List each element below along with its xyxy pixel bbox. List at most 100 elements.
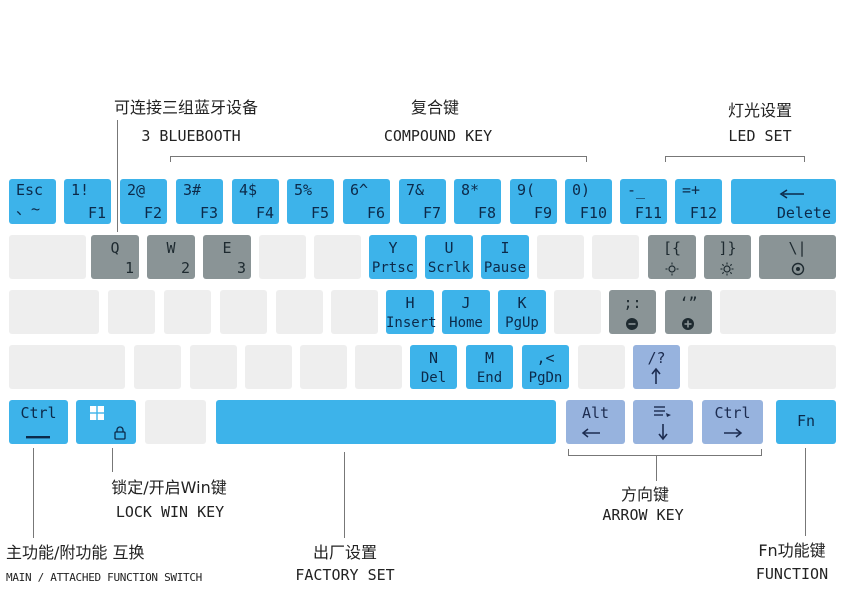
speed-up-icon bbox=[682, 318, 694, 330]
n-key[interactable]: N Del bbox=[410, 345, 457, 389]
caps-key[interactable] bbox=[9, 290, 99, 334]
k-key[interactable]: K PgUp bbox=[498, 290, 546, 334]
backslash-key[interactable]: \| bbox=[759, 235, 836, 279]
key-2-bottom: F2 bbox=[143, 204, 162, 222]
led-bracket-line bbox=[665, 156, 805, 157]
key-9[interactable]: 9( F9 bbox=[510, 179, 557, 224]
key-0[interactable]: 0) F10 bbox=[565, 179, 612, 224]
esc-key-sublabel: 、~ bbox=[16, 200, 41, 218]
key-3[interactable]: 3# F3 bbox=[176, 179, 223, 224]
key-6[interactable]: 6^ F6 bbox=[343, 179, 390, 224]
e-key-bottom: 3 bbox=[236, 259, 246, 277]
arrow-up-icon bbox=[651, 367, 661, 384]
shift-right-key[interactable] bbox=[688, 345, 836, 389]
ctrl-left-key[interactable]: Ctrl bbox=[9, 400, 68, 444]
key-4[interactable]: 4$ F4 bbox=[232, 179, 279, 224]
e-key[interactable]: E 3 bbox=[203, 235, 251, 279]
period-key[interactable] bbox=[578, 345, 625, 389]
ctrl-right-key[interactable]: Ctrl bbox=[702, 400, 763, 444]
f-key[interactable] bbox=[276, 290, 323, 334]
key-0-bottom: F10 bbox=[579, 204, 607, 222]
key-2-top: 2@ bbox=[127, 181, 146, 199]
lock-win-leader-line bbox=[112, 448, 113, 472]
menu-key[interactable] bbox=[633, 400, 693, 444]
alt-left-key[interactable] bbox=[145, 400, 206, 444]
menu-icon bbox=[654, 406, 671, 417]
z-key[interactable] bbox=[134, 345, 181, 389]
quote-key[interactable]: ‘” bbox=[665, 290, 712, 334]
right-bracket-key[interactable]: ]} bbox=[704, 235, 751, 279]
arrow-down-icon bbox=[658, 424, 668, 441]
arrow-left-icon bbox=[779, 189, 804, 199]
minus-key-top: -_ bbox=[627, 181, 646, 199]
c-key[interactable] bbox=[245, 345, 292, 389]
o-key[interactable] bbox=[537, 235, 584, 279]
bluetooth-label-zh: 可连接三组蓝牙设备 bbox=[113, 98, 258, 117]
i-key[interactable]: I Pause bbox=[481, 235, 529, 279]
j-key[interactable]: J Home bbox=[442, 290, 490, 334]
equal-key[interactable]: =+ F12 bbox=[675, 179, 722, 224]
light-mode-icon bbox=[791, 262, 805, 276]
comma-key[interactable]: ,< PgDn bbox=[522, 345, 569, 389]
alt-right-key[interactable]: Alt bbox=[566, 400, 625, 444]
u-key[interactable]: U Scrlk bbox=[425, 235, 473, 279]
key-7[interactable]: 7& F7 bbox=[399, 179, 446, 224]
arrow-bracket-left-tick bbox=[568, 449, 569, 455]
delete-key[interactable]: Delete bbox=[731, 179, 836, 224]
factory-label-en: FACTORY SET bbox=[295, 566, 395, 584]
spacebar-key[interactable] bbox=[216, 400, 556, 444]
semicolon-key[interactable]: ;: bbox=[609, 290, 656, 334]
compound-bracket-left-tick bbox=[170, 156, 171, 162]
fn-key[interactable]: Fn bbox=[776, 400, 836, 444]
main-switch-leader-line bbox=[33, 448, 34, 538]
esc-key[interactable]: Esc 、~ bbox=[9, 179, 56, 224]
key-1[interactable]: 1! F1 bbox=[64, 179, 111, 224]
equal-key-top: =+ bbox=[682, 181, 701, 199]
slash-key-top: /? bbox=[647, 349, 666, 367]
brightness-down-icon bbox=[665, 262, 679, 276]
r-key[interactable] bbox=[259, 235, 306, 279]
g-key[interactable] bbox=[331, 290, 378, 334]
underline-bar-icon bbox=[26, 436, 50, 439]
fn-function-label-en: FUNCTION bbox=[755, 565, 829, 583]
shift-left-key[interactable] bbox=[9, 345, 125, 389]
j-key-bottom: Home bbox=[449, 315, 483, 331]
i-key-bottom: Pause bbox=[483, 260, 527, 276]
minus-key[interactable]: -_ F11 bbox=[620, 179, 667, 224]
key-8[interactable]: 8* F8 bbox=[454, 179, 501, 224]
l-key[interactable] bbox=[554, 290, 601, 334]
minus-key-bottom: F11 bbox=[634, 204, 662, 222]
m-key[interactable]: M End bbox=[466, 345, 513, 389]
key-7-bottom: F7 bbox=[422, 204, 441, 222]
comma-key-top: ,< bbox=[536, 349, 555, 367]
h-key-top: H bbox=[405, 294, 415, 312]
t-key[interactable] bbox=[314, 235, 361, 279]
compound-label-en: COMPOUND KEY bbox=[383, 127, 493, 145]
compound-bracket-right-tick bbox=[586, 156, 587, 162]
w-key-top: W bbox=[166, 239, 176, 257]
a-key[interactable] bbox=[108, 290, 155, 334]
key-5[interactable]: 5% F5 bbox=[287, 179, 334, 224]
led-bracket-right-tick bbox=[804, 156, 805, 162]
b-key[interactable] bbox=[355, 345, 402, 389]
tab-key[interactable] bbox=[9, 235, 86, 279]
fn-function-label-zh: Fn功能键 bbox=[758, 541, 826, 560]
enter-key[interactable] bbox=[720, 290, 836, 334]
left-bracket-key[interactable]: [{ bbox=[648, 235, 696, 279]
win-key[interactable] bbox=[76, 400, 136, 444]
q-key[interactable]: Q 1 bbox=[91, 235, 139, 279]
key-3-top: 3# bbox=[183, 181, 202, 199]
p-key[interactable] bbox=[592, 235, 639, 279]
key-5-bottom: F5 bbox=[310, 204, 329, 222]
x-key[interactable] bbox=[190, 345, 237, 389]
h-key[interactable]: H Insert bbox=[386, 290, 437, 334]
y-key[interactable]: Y Prtsc bbox=[369, 235, 417, 279]
slash-key[interactable]: /? bbox=[633, 345, 680, 389]
key-2[interactable]: 2@ F2 bbox=[120, 179, 167, 224]
s-key[interactable] bbox=[164, 290, 211, 334]
d-key[interactable] bbox=[220, 290, 267, 334]
w-key[interactable]: W 2 bbox=[147, 235, 195, 279]
arrow-label-en: ARROW KEY bbox=[602, 506, 684, 524]
y-key-top: Y bbox=[388, 239, 398, 257]
v-key[interactable] bbox=[300, 345, 347, 389]
